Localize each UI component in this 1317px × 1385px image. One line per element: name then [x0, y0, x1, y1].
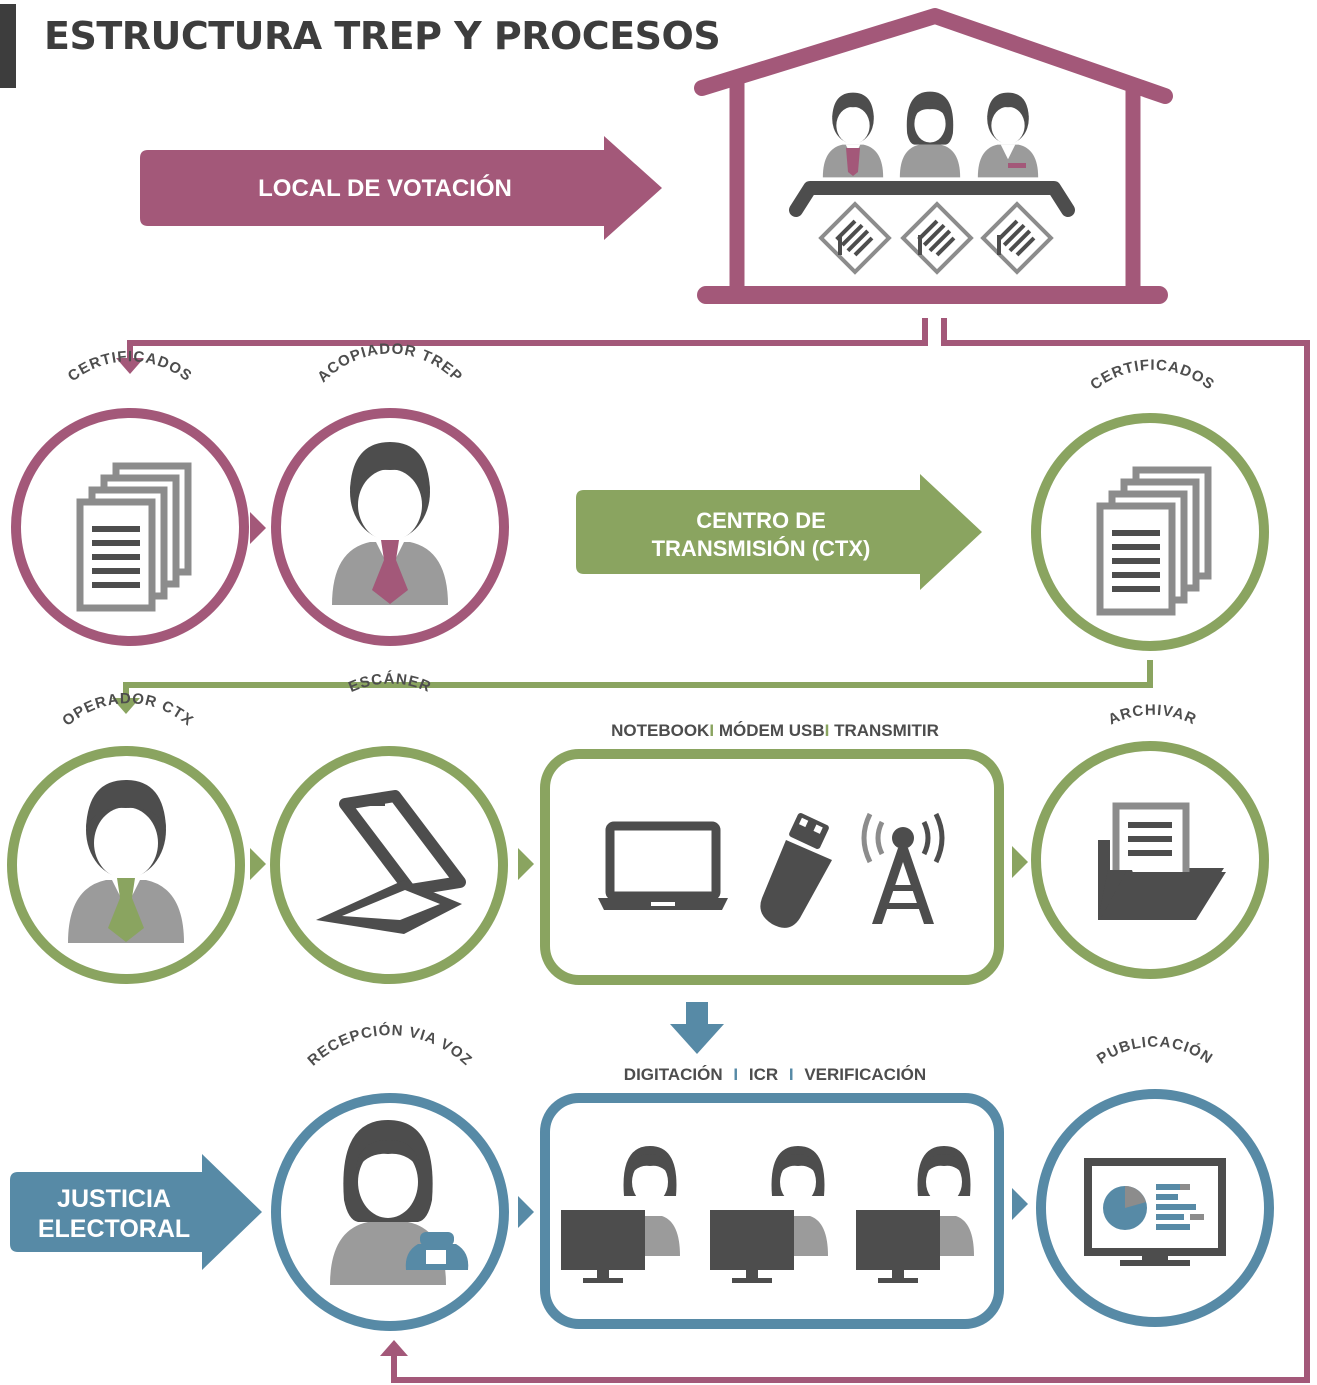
- arrow-down-operador: [112, 698, 140, 714]
- arrow-label-ctx: CENTRO DE TRANSMISIÓN (CTX): [596, 507, 926, 563]
- page-title: ESTRUCTURA TREP Y PROCESOS: [44, 14, 721, 58]
- telephone-icon: [405, 1232, 469, 1270]
- header-transmitir: TRANSMITIR: [834, 721, 939, 740]
- arrow-down-certificados: [116, 358, 144, 374]
- arrow-centro-transmision: [576, 474, 982, 590]
- box-header-transmision: NOTEBOOKI MÓDEM USBI TRANSMITIR: [560, 721, 990, 741]
- header-icr: ICR: [748, 1065, 779, 1084]
- laptop-icon: [598, 821, 728, 910]
- box-header-digitacion: DIGITACIÓN I ICR I VERIFICACIÓN: [560, 1065, 990, 1085]
- arrow-label-local: LOCAL DE VOTACIÓN: [258, 175, 512, 202]
- antenna-icon: [861, 812, 945, 924]
- label-certificados-ctx: CERTIFICADOS: [1087, 357, 1218, 394]
- polling-officials-icon: [789, 91, 1075, 274]
- arrow-label-justicia-line2: ELECTORAL: [37, 1215, 191, 1243]
- label-acopiador: ACOPIADOR TREP: [314, 340, 466, 385]
- documents-icon: [1100, 470, 1208, 612]
- separator: I: [824, 721, 830, 740]
- polling-station-house: [694, 8, 1173, 304]
- header-notebook: NOTEBOOK: [611, 721, 710, 740]
- box-transmision: [540, 749, 1004, 985]
- arrow-label-ctx-line2: TRANSMISIÓN (CTX): [651, 536, 871, 561]
- chevron-right-icon: [518, 848, 534, 880]
- arrow-label-justicia: JUSTICIA ELECTORAL: [14, 1184, 214, 1244]
- chevron-right-icon: [250, 512, 266, 544]
- arrow-local-votacion: [140, 136, 662, 240]
- separator: I: [788, 1065, 794, 1084]
- label-publicacion: PUBLICACIÓN: [1094, 1034, 1216, 1068]
- header-modem: MÓDEM USB: [718, 721, 825, 740]
- header-digitacion: DIGITACIÓN: [623, 1065, 723, 1084]
- dashboard-monitor-icon: [1084, 1158, 1226, 1266]
- arrow-down-digitacion: [670, 1002, 724, 1054]
- label-archivar: ARCHIVAR: [1106, 702, 1200, 729]
- usb-modem-icon: [760, 813, 832, 928]
- label-recepcion: RECEPCIÓN VIA VOZ: [305, 1021, 476, 1069]
- arrow-label-justicia-line1: JUSTICIA: [57, 1185, 171, 1213]
- arrow-up-recepcion: [380, 1340, 408, 1356]
- purple-flow-lines: [127, 318, 1310, 1383]
- chevron-right-icon: [250, 848, 266, 880]
- arrow-label-ctx-line1: CENTRO DE: [696, 508, 826, 533]
- chevron-right-icon: [1012, 846, 1028, 878]
- documents-icon: [80, 466, 188, 608]
- header-verificacion: VERIFICACIÓN: [804, 1065, 927, 1084]
- chevron-right-icon: [518, 1196, 534, 1228]
- folder-icon: [1098, 802, 1226, 920]
- chevron-right-icon: [1012, 1188, 1028, 1220]
- separator: I: [733, 1065, 739, 1084]
- arrow-justicia-electoral: [10, 1154, 262, 1270]
- scanner-icon: [316, 790, 466, 934]
- section-number-badge: [0, 4, 16, 88]
- separator: I: [709, 721, 715, 740]
- green-flow-line: [123, 660, 1153, 700]
